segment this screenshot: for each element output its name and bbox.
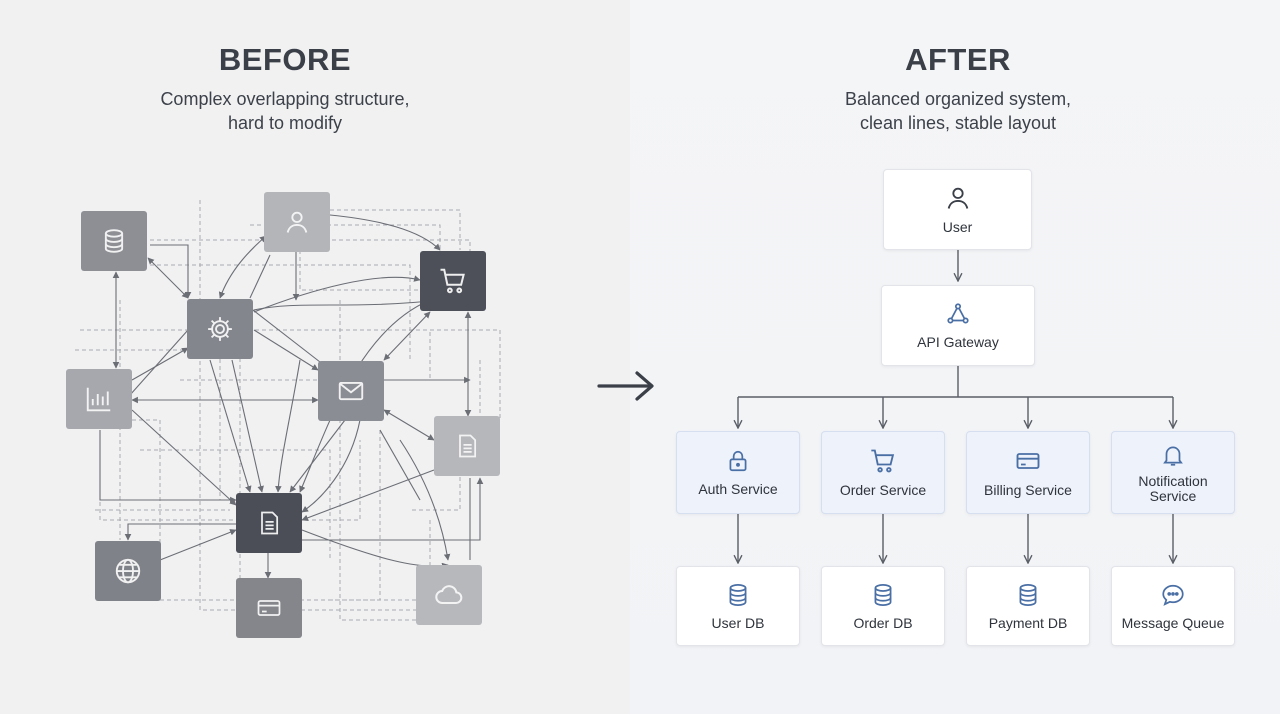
database-icon <box>104 229 124 253</box>
user-db-node: User DB <box>676 566 800 646</box>
lock-icon <box>729 450 747 472</box>
notification-service-label-line-2: Service <box>1149 487 1197 504</box>
before-tile-globe <box>95 541 161 601</box>
notification-service-node: Notification Service <box>1111 431 1235 514</box>
auth-service-node: Auth Service <box>676 431 800 514</box>
before-tile-cloud <box>416 565 482 625</box>
credit-card-icon <box>1016 453 1040 469</box>
user-db-label: User DB <box>711 614 765 631</box>
cart-icon <box>871 449 895 473</box>
message-queue-node: Message Queue <box>1111 566 1235 646</box>
before-tile-chart <box>66 369 132 429</box>
before-tile-card <box>236 578 302 638</box>
api-gateway-node-label: API Gateway <box>917 334 999 350</box>
order-db-label: Order DB <box>853 614 913 631</box>
before-subtitle-line-2: hard to modify <box>227 113 343 133</box>
cloud-icon <box>435 585 463 605</box>
order-service-node: Order Service <box>821 431 945 514</box>
auth-service-label: Auth Service <box>698 481 778 497</box>
before-tile-cart <box>420 251 486 311</box>
bar-chart-icon <box>86 387 111 412</box>
document-icon <box>261 511 279 535</box>
mail-icon <box>338 381 364 401</box>
before-tile-document-light <box>434 416 500 476</box>
cart-icon <box>440 268 465 294</box>
message-queue-label: Message Queue <box>1121 614 1225 631</box>
before-tile-database <box>81 211 147 271</box>
user-node: User <box>883 169 1032 250</box>
before-title: BEFORE <box>218 42 352 77</box>
globe-icon <box>115 558 141 584</box>
after-subtitle-line-1: Balanced organized system, <box>844 89 1072 109</box>
payment-db-label: Payment DB <box>988 614 1068 631</box>
card-icon <box>257 600 281 616</box>
database-icon <box>874 583 892 606</box>
document-icon <box>459 434 477 458</box>
before-tile-gear <box>187 299 253 359</box>
chat-icon <box>1162 584 1184 606</box>
order-db-node: Order DB <box>821 566 945 646</box>
payment-db-node: Payment DB <box>966 566 1090 646</box>
user-node-label: User <box>942 219 973 235</box>
share-icon <box>947 303 969 324</box>
transition-arrow-icon <box>597 371 654 401</box>
billing-service-node: Billing Service <box>966 431 1090 514</box>
bell-icon <box>1163 446 1183 466</box>
before-tile-user <box>264 192 330 252</box>
before-subtitle: Complex overlapping structure, hard to m… <box>110 87 460 135</box>
database-icon <box>729 583 747 606</box>
database-icon <box>1019 583 1037 606</box>
api-gateway-node: API Gateway <box>881 285 1035 366</box>
user-icon <box>286 211 308 233</box>
billing-service-label: Billing Service <box>984 482 1072 498</box>
after-subtitle: Balanced organized system, clean lines, … <box>783 87 1133 135</box>
after-title: AFTER <box>905 42 1011 77</box>
notification-service-label-line-1: Notification <box>1138 472 1208 489</box>
before-tile-document-dark <box>236 493 302 553</box>
gear-icon <box>208 317 232 341</box>
notification-service-label: Notification Service <box>1138 472 1208 504</box>
before-tile-mail <box>318 361 384 421</box>
after-subtitle-line-2: clean lines, stable layout <box>859 113 1057 133</box>
before-subtitle-line-1: Complex overlapping structure, <box>160 89 410 109</box>
user-icon <box>947 187 968 209</box>
order-service-label: Order Service <box>839 482 927 498</box>
